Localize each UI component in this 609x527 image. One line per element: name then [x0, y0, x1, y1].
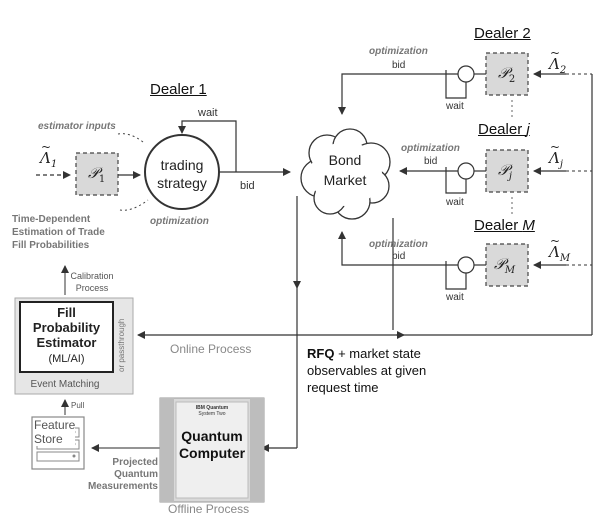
wait-label-2: wait [446, 101, 464, 112]
dealer2-switch [457, 65, 475, 83]
dealerj-title: Dealer j [478, 121, 530, 138]
dealerj-wait-loop [445, 167, 467, 194]
optimization-label-j: optimization [401, 143, 460, 154]
policy-pM-box [485, 243, 529, 287]
feature-store-label: Feature Store [34, 418, 76, 446]
offline-process-label: Offline Process [168, 502, 250, 516]
dealerj-switch [457, 162, 475, 180]
time-dependent-estimation-label: Time-Dependent Estimation of Trade Fill … [12, 214, 105, 251]
bid-label-j: bid [424, 156, 438, 167]
fill-estimator-label: Fill Probability Estimator (ML/AI) [32, 305, 101, 365]
p2-label: 𝒫2 [498, 64, 516, 85]
dealer2-bid-line [338, 73, 458, 115]
policy-p1-box [75, 152, 119, 196]
quantum-computer-label: Quantum Computer [178, 428, 246, 461]
dealer1-wait-loop [178, 120, 237, 172]
lambda1-label: Λ~1 [40, 140, 58, 170]
dealerM-bid-line [338, 231, 458, 266]
ibm-quantum-label: IBM Quantum System Two [195, 405, 229, 417]
projected-measurements-label: Projected Quantum Measurements [87, 457, 158, 492]
quantum-computer-icon [159, 397, 265, 503]
bond-market-cloud [300, 128, 391, 220]
policy-p2-box [485, 52, 529, 96]
optimization-label-M: optimization [369, 239, 428, 250]
estimator-inputs-label: estimator inputs [38, 121, 116, 132]
calibration-process-label: Calibration Process [70, 271, 114, 293]
pj-label: 𝒫j [498, 161, 512, 182]
online-process-label: Online Process [170, 342, 252, 356]
p1-label: 𝒫1 [88, 164, 106, 185]
bid-label-2: bid [392, 60, 406, 71]
pM-label: 𝒫M [494, 255, 516, 276]
dealerM-wait-loop [445, 261, 467, 290]
dealer2-wait-loop [445, 70, 467, 99]
event-matching-label: Event Matching [30, 379, 100, 390]
optimization-label-1: optimization [150, 216, 209, 227]
dealer2-title: Dealer 2 [474, 25, 531, 42]
wait-label-M: wait [446, 292, 464, 303]
dealer1-title: Dealer 1 [150, 81, 207, 98]
pull-label: Pull [71, 401, 85, 410]
fill-estimator-box [19, 301, 114, 373]
lambda2-label: Λ~2 [549, 46, 567, 76]
bid-label-1: bid [240, 180, 255, 192]
bid-label-M: bid [392, 251, 406, 262]
lambdaj-label: Λ~j [549, 140, 563, 170]
wait-label-1: wait [198, 107, 218, 119]
rfq-label: RFQ + market state observables at given … [307, 346, 427, 395]
wait-label-j: wait [446, 197, 464, 208]
or-passthrough-label: or passthrough [117, 318, 126, 372]
optimization-label-2: optimization [369, 46, 428, 57]
lambdaM-label: Λ~M [549, 234, 571, 264]
dealerM-switch [457, 256, 475, 274]
dealerM-title: Dealer M [474, 217, 535, 234]
